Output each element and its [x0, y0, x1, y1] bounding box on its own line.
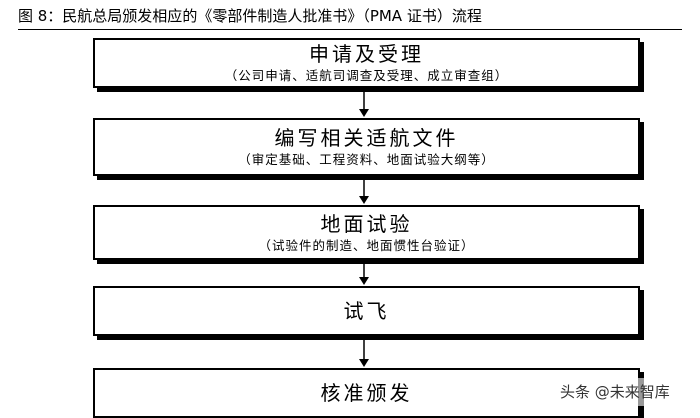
step-detail: （公司申请、适航司调查及受理、成立审查组） — [224, 68, 509, 83]
flow-arrow — [359, 178, 369, 204]
flow-step-flight-test: 试飞 — [93, 286, 640, 336]
step-title: 地面试验 — [320, 211, 413, 236]
step-title: 编写相关适航文件 — [274, 126, 459, 150]
flow-arrow — [359, 90, 369, 117]
step-title: 申请及受理 — [309, 42, 424, 66]
step-title: 核准颁发 — [320, 381, 413, 405]
flow-arrow — [359, 338, 369, 367]
flow-arrow — [359, 262, 369, 285]
flow-step-ground-test: 地面试验 （试验件的制造、地面惯性台验证） — [93, 205, 640, 260]
watermark: 头条 @未来智库 — [560, 378, 700, 406]
step-title: 试飞 — [343, 299, 390, 323]
flow-step-approval: 核准颁发 — [93, 368, 640, 418]
flow-step-documents: 编写相关适航文件 （审定基础、工程资料、地面试验大纲等） — [93, 118, 640, 176]
step-detail: （审定基础、工程资料、地面试验大纲等） — [238, 152, 495, 167]
step-detail: （试验件的制造、地面惯性台验证） — [258, 237, 475, 253]
figure-title: 图 8：民航总局颁发相应的《零部件制造人批准书》（PMA 证书）流程 — [18, 2, 682, 30]
flow-step-application: 申请及受理 （公司申请、适航司调查及受理、成立审查组） — [93, 38, 640, 88]
